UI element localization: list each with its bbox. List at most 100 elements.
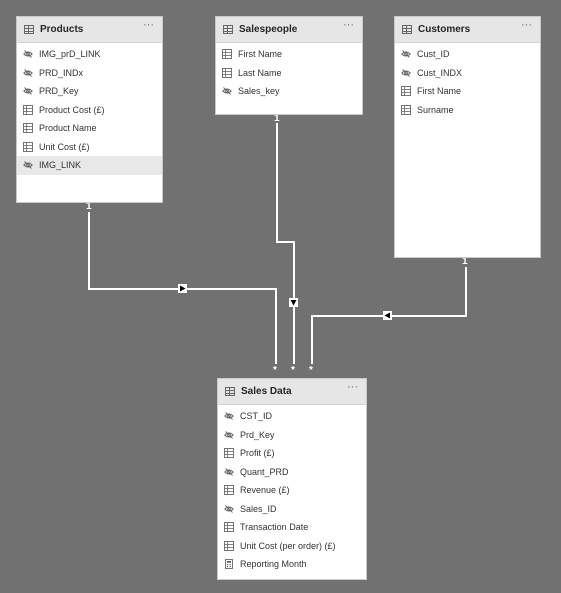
field-label: Unit Cost (per order) (£): [240, 540, 336, 551]
field-label: Product Name: [39, 123, 97, 134]
filter-direction-down-icon[interactable]: [289, 298, 298, 307]
field-row[interactable]: Product Name: [17, 119, 162, 138]
relationship-line-customers[interactable]: [465, 267, 467, 316]
field-row[interactable]: First Name: [216, 45, 362, 64]
relationship-line-products-v[interactable]: [275, 288, 277, 364]
field-row[interactable]: Reporting Month: [218, 555, 366, 574]
column-icon: [23, 104, 33, 115]
field-label: Profit (£): [240, 448, 275, 459]
field-label: Product Cost (£): [39, 104, 105, 115]
table-icon: [223, 25, 233, 34]
field-row[interactable]: CST_ID: [218, 407, 366, 426]
field-row[interactable]: IMG_prD_LINK: [17, 45, 162, 64]
field-label: First Name: [238, 49, 283, 60]
column-icon: [222, 67, 232, 78]
hidden-icon: [401, 49, 411, 59]
field-label: Surname: [417, 104, 454, 115]
field-row[interactable]: Surname: [395, 101, 540, 120]
field-row[interactable]: Prd_Key: [218, 426, 366, 445]
field-row[interactable]: PRD_Key: [17, 82, 162, 101]
sales-data-table-header[interactable]: Sales Data ···: [218, 379, 366, 405]
field-label: Cust_ID: [417, 49, 450, 60]
column-icon: [401, 104, 411, 115]
sales-data-table-title: Sales Data: [241, 386, 292, 397]
relationship-line-salespeople[interactable]: [276, 123, 278, 241]
field-label: Quant_PRD: [240, 466, 289, 477]
hidden-icon: [23, 86, 33, 96]
column-icon: [224, 485, 234, 496]
products-table-header[interactable]: Products ···: [17, 17, 162, 43]
customers-table-header[interactable]: Customers ···: [395, 17, 540, 43]
field-label: Sales_key: [238, 86, 280, 97]
column-icon: [224, 448, 234, 459]
relationship-line-salespeople-h[interactable]: [276, 241, 294, 243]
field-row[interactable]: Sales_key: [216, 82, 362, 101]
column-icon: [23, 123, 33, 134]
column-icon: [23, 141, 33, 152]
cardinality-one-customers: 1: [462, 256, 468, 267]
field-label: First Name: [417, 86, 462, 97]
hidden-icon: [224, 467, 234, 477]
field-label: Last Name: [238, 67, 282, 78]
field-row[interactable]: Revenue (£): [218, 481, 366, 500]
field-row[interactable]: Last Name: [216, 64, 362, 83]
cardinality-one-salespeople: 1: [274, 113, 280, 124]
salespeople-table-header[interactable]: Salespeople ···: [216, 17, 362, 43]
field-row[interactable]: IMG_LINK: [17, 156, 162, 175]
hidden-icon: [224, 430, 234, 440]
field-row[interactable]: Transaction Date: [218, 518, 366, 537]
field-row[interactable]: Cust_ID: [395, 45, 540, 64]
field-row[interactable]: First Name: [395, 82, 540, 101]
field-row[interactable]: Unit Cost (£): [17, 138, 162, 157]
customers-table-card[interactable]: Customers ··· Cust_ID Cust_INDX First Name…: [394, 16, 541, 258]
field-label: Unit Cost (£): [39, 141, 90, 152]
field-label: CST_ID: [240, 411, 273, 422]
field-label: Reporting Month: [240, 559, 307, 570]
more-options-icon[interactable]: ···: [143, 19, 154, 31]
hidden-icon: [401, 68, 411, 78]
cardinality-many-products: *: [273, 365, 277, 376]
hidden-icon: [23, 68, 33, 78]
field-row[interactable]: Cust_INDX: [395, 64, 540, 83]
cardinality-many-salespeople: *: [291, 365, 295, 376]
customers-table-title: Customers: [418, 24, 471, 35]
hidden-icon: [224, 411, 234, 421]
field-row[interactable]: Product Cost (£): [17, 101, 162, 120]
field-row[interactable]: Quant_PRD: [218, 463, 366, 482]
salespeople-table-title: Salespeople: [239, 24, 298, 35]
column-icon: [401, 86, 411, 97]
more-options-icon[interactable]: ···: [347, 381, 358, 393]
cardinality-many-customers: *: [309, 365, 313, 376]
field-row[interactable]: Unit Cost (per order) (£): [218, 537, 366, 556]
field-label: PRD_INDx: [39, 67, 84, 78]
column-icon: [224, 522, 234, 533]
field-label: Sales_ID: [240, 503, 277, 514]
more-options-icon[interactable]: ···: [343, 19, 354, 31]
measure-icon: [224, 559, 234, 570]
field-label: Cust_INDX: [417, 67, 463, 78]
hidden-icon: [23, 49, 33, 59]
filter-direction-left-icon[interactable]: [383, 311, 392, 320]
field-row[interactable]: Profit (£): [218, 444, 366, 463]
field-label: PRD_Key: [39, 86, 79, 97]
cardinality-one-products: 1: [86, 201, 92, 212]
hidden-icon: [23, 160, 33, 170]
relationship-line-customers-v[interactable]: [311, 315, 313, 364]
filter-direction-right-icon[interactable]: [178, 284, 187, 293]
field-label: Revenue (£): [240, 485, 290, 496]
field-label: IMG_LINK: [39, 160, 82, 171]
table-icon: [402, 25, 412, 34]
field-row[interactable]: Sales_ID: [218, 500, 366, 519]
more-options-icon[interactable]: ···: [521, 19, 532, 31]
relationship-line-products[interactable]: [88, 212, 90, 289]
hidden-icon: [224, 504, 234, 514]
field-label: Transaction Date: [240, 522, 309, 533]
field-row[interactable]: PRD_INDx: [17, 64, 162, 83]
